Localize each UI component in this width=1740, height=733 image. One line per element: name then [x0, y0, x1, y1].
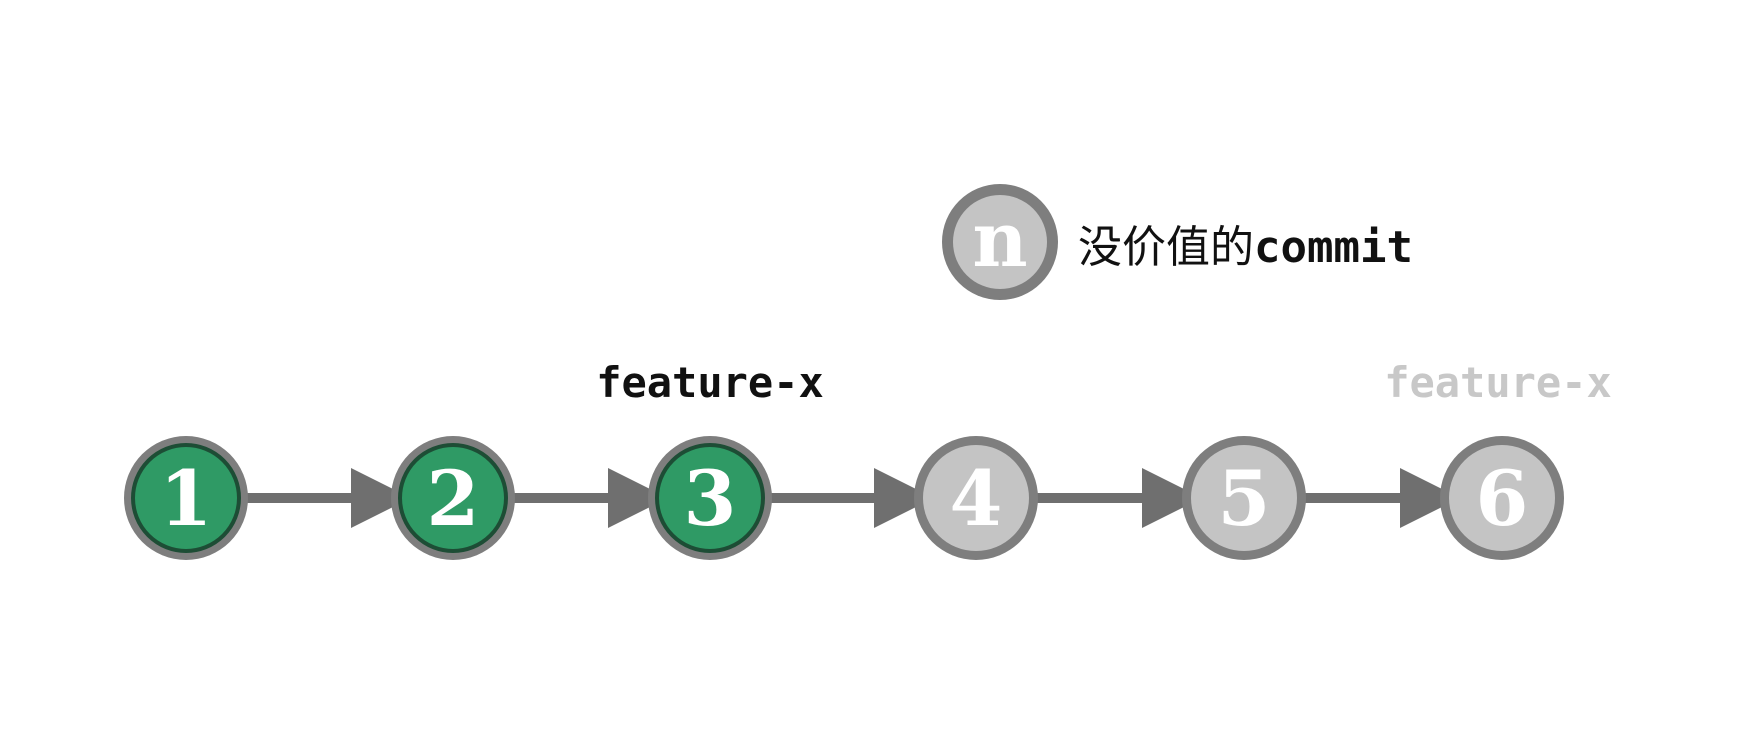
commit-number: 1 [160, 454, 213, 543]
commit-node-4: 4 [914, 436, 1038, 560]
legend-symbol: n [972, 195, 1027, 284]
branch-label-feature-x: feature-x [596, 358, 824, 407]
commit-number: 4 [950, 454, 1003, 543]
commit-node-1: 1 [124, 436, 248, 560]
commit-nodes: 1 2 3 4 5 6 [124, 436, 1564, 560]
legend-label: 没价值的commit [1078, 222, 1413, 273]
commit-number: 2 [427, 454, 480, 543]
commit-node-6: 6 [1440, 436, 1564, 560]
commit-node-2: 2 [391, 436, 515, 560]
legend-label-code: commit [1254, 222, 1413, 273]
branch-label-feature-x-previous: feature-x [1384, 358, 1612, 407]
commit-node-5: 5 [1182, 436, 1306, 560]
commit-node-3: 3 [648, 436, 772, 560]
legend: n 没价值的commit [942, 184, 1413, 300]
commit-number: 5 [1218, 454, 1271, 543]
legend-sample-commit: n [942, 184, 1058, 300]
commit-number: 3 [684, 454, 737, 543]
commit-number: 6 [1476, 454, 1529, 543]
legend-label-cjk: 没价值的 [1078, 222, 1254, 273]
